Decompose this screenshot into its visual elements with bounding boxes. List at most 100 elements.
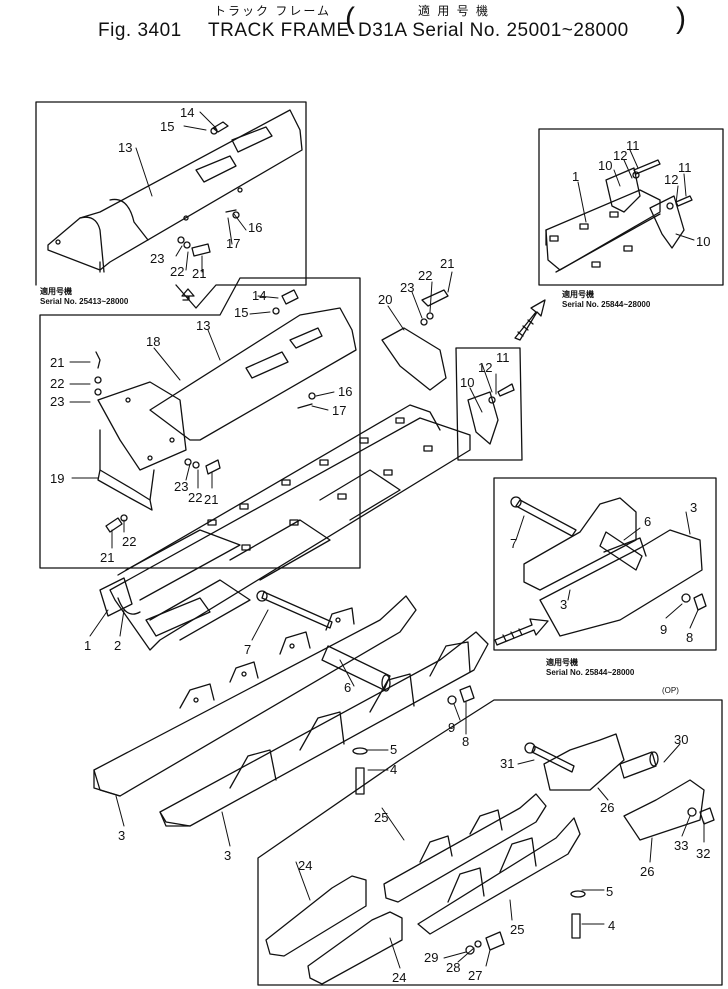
callout-5-bottom: 5 bbox=[606, 884, 613, 899]
callout-15-left: 15 bbox=[234, 305, 248, 320]
note-middle-right-line1: 適用号機 bbox=[546, 658, 578, 667]
callout-1-main: 1 bbox=[84, 638, 91, 653]
bolt-7 bbox=[256, 590, 333, 629]
callout-25-a: 25 bbox=[374, 810, 388, 825]
callout-5-mid: 5 bbox=[390, 742, 397, 757]
callout-21-left: 21 bbox=[50, 355, 64, 370]
callout-18: 18 bbox=[146, 334, 160, 349]
callout-19: 19 bbox=[50, 471, 64, 486]
note-middle-right-line2: Serial No. 25844~28000 bbox=[546, 668, 635, 677]
frame-detail-top-right bbox=[545, 159, 693, 273]
callout-33: 33 bbox=[674, 838, 688, 853]
callout-11-mid: 11 bbox=[496, 350, 510, 365]
callout-23-left: 23 bbox=[50, 394, 64, 409]
callout-6-right: 6 bbox=[644, 514, 651, 529]
callout-23-mid: 23 bbox=[400, 280, 414, 295]
pipe-6 bbox=[321, 645, 391, 692]
page-title: TRACK FRAME bbox=[208, 20, 350, 41]
callout-24-b: 24 bbox=[392, 970, 406, 985]
track-frame-main bbox=[99, 404, 471, 651]
optional-guards bbox=[265, 733, 715, 985]
callout-23-left-b: 23 bbox=[174, 479, 188, 494]
bracket-20 bbox=[381, 289, 449, 391]
callout-10-mid: 10 bbox=[460, 375, 474, 390]
callout-9-right: 9 bbox=[660, 622, 667, 637]
callout-1-tr: 1 bbox=[572, 169, 579, 184]
callout-11-tr-b: 11 bbox=[678, 160, 692, 175]
arrow-to-top-right bbox=[514, 299, 546, 341]
guard-cover-13-left bbox=[149, 307, 357, 441]
callout-3-outer: 3 bbox=[118, 828, 125, 843]
callout-3-right: 3 bbox=[690, 500, 697, 515]
note-top-left: 適用号機 Serial No. 25413~28000 bbox=[40, 287, 128, 307]
callout-7-mid: 7 bbox=[244, 642, 251, 657]
callout-28: 28 bbox=[446, 960, 460, 975]
callout-17-top: 17 bbox=[226, 236, 240, 251]
inset-box-top-left bbox=[35, 101, 307, 309]
callout-13-top: 13 bbox=[118, 140, 132, 155]
inset-box-top-right bbox=[538, 128, 724, 286]
right-inset-parts bbox=[510, 496, 707, 637]
note-top-right-line2: Serial No. 25844~28000 bbox=[562, 300, 651, 309]
callout-9-mid: 9 bbox=[448, 720, 455, 735]
callout-27: 27 bbox=[468, 968, 482, 983]
callout-11-tr-a: 11 bbox=[626, 138, 640, 153]
inset-box-left bbox=[39, 277, 361, 569]
callout-22-mid: 22 bbox=[418, 268, 432, 283]
callout-22-top: 22 bbox=[170, 264, 184, 279]
callout-32: 32 bbox=[696, 846, 710, 861]
washers-nuts-middle bbox=[352, 685, 475, 795]
callout-14-top: 14 bbox=[180, 105, 194, 120]
callout-21-left-b: 21 bbox=[204, 492, 218, 507]
callout-8-right: 8 bbox=[686, 630, 693, 645]
serial-range: D31A Serial No. 25001~28000 bbox=[358, 20, 629, 41]
callout-7-right: 7 bbox=[510, 536, 517, 551]
leader-lines bbox=[69, 111, 705, 969]
callout-17-left: 17 bbox=[332, 403, 346, 418]
applicable-japanese: 適 用 号 機 bbox=[418, 4, 491, 18]
callout-15-top: 15 bbox=[160, 119, 174, 134]
callout-6-mid: 6 bbox=[344, 680, 351, 695]
note-top-left-line1: 適用号機 bbox=[40, 287, 72, 296]
callout-12-mid: 12 bbox=[478, 360, 492, 375]
callout-8-mid: 8 bbox=[462, 734, 469, 749]
callout-12-tr-a: 12 bbox=[613, 148, 627, 163]
callout-21-mid: 21 bbox=[440, 256, 454, 271]
open-paren: ( bbox=[345, 2, 355, 35]
callout-numbers: 14 15 13 16 17 23 22 21 11 12 10 11 12 1… bbox=[50, 105, 710, 985]
callout-22-left: 22 bbox=[50, 376, 64, 391]
close-paren: ) bbox=[676, 2, 686, 35]
callout-4-bottom: 4 bbox=[608, 918, 615, 933]
inset-box-bottom-optional bbox=[257, 699, 723, 986]
bracket-19 bbox=[97, 429, 155, 511]
inset-box-right bbox=[493, 477, 717, 651]
callout-12-tr-b: 12 bbox=[664, 172, 678, 187]
callout-16-left: 16 bbox=[338, 384, 352, 399]
callout-20: 20 bbox=[378, 292, 392, 307]
callout-10-tr-b: 10 bbox=[696, 234, 710, 249]
callout-3-right-b: 3 bbox=[560, 597, 567, 612]
callout-22-left-c: 22 bbox=[122, 534, 136, 549]
arrow-up-top-left bbox=[181, 288, 195, 301]
callout-22-left-b: 22 bbox=[188, 490, 202, 505]
callout-26-a: 26 bbox=[600, 800, 614, 815]
callout-10-tr-a: 10 bbox=[598, 158, 612, 173]
note-top-left-line2: Serial No. 25413~28000 bbox=[40, 297, 129, 306]
callout-14-left: 14 bbox=[252, 288, 266, 303]
optional-label: (OP) bbox=[662, 686, 679, 695]
cover-18 bbox=[97, 381, 187, 471]
callout-25-b: 25 bbox=[510, 922, 524, 937]
callout-3-inner: 3 bbox=[224, 848, 231, 863]
figure-number: Fig. 3401 bbox=[98, 20, 182, 41]
bolts-top-left bbox=[177, 121, 240, 257]
callout-24-a: 24 bbox=[298, 858, 312, 873]
track-guard-3-inner bbox=[159, 631, 489, 827]
callout-29: 29 bbox=[424, 950, 438, 965]
note-top-right-line1: 適用号機 bbox=[562, 290, 594, 299]
track-guard-3-outer bbox=[93, 595, 417, 797]
callout-30: 30 bbox=[674, 732, 688, 747]
note-middle-right: 適用号機 Serial No. 25844~28000 bbox=[546, 658, 634, 678]
arrow-to-right-inset bbox=[494, 618, 549, 646]
